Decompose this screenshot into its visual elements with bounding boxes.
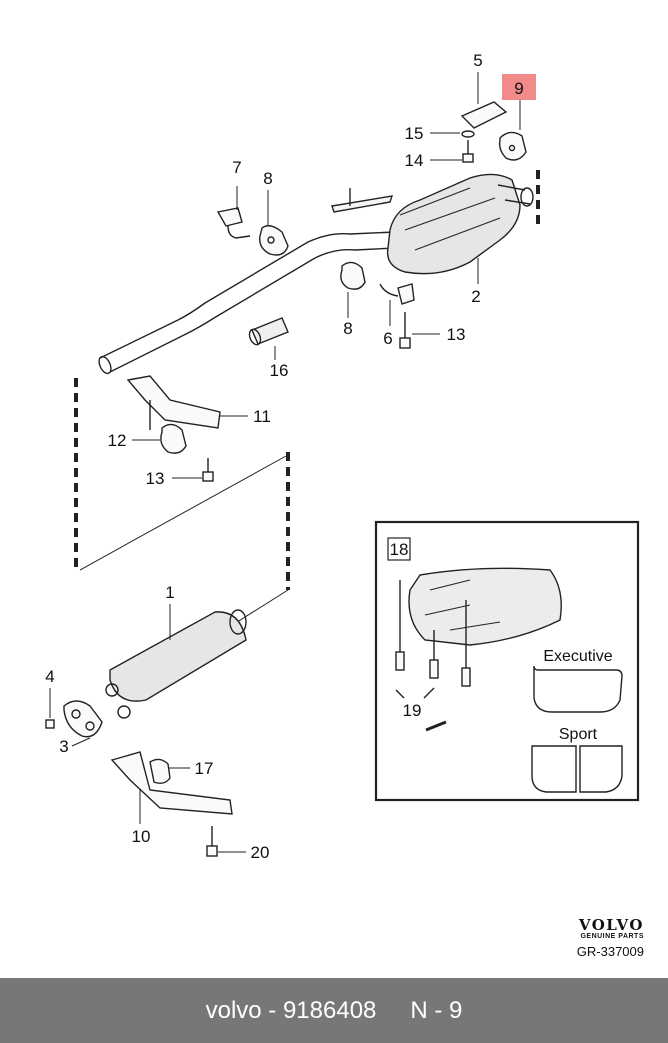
label-1: 1: [165, 583, 174, 602]
label-17: 17: [195, 759, 214, 778]
label-20: 20: [251, 843, 270, 862]
label-4: 4: [45, 667, 54, 686]
front-silencer: [105, 609, 247, 719]
label-18: 18: [390, 540, 409, 559]
part-labels: 5 9 15 14 7 8 2 8 6 13 16 11 12 13 1 4 3…: [45, 51, 613, 862]
label-13-lower: 13: [146, 469, 165, 488]
hanger-bracket-7: [216, 207, 251, 239]
bolt-20: [206, 826, 218, 857]
footer-bar: volvo - 9186408 N - 9: [0, 978, 668, 1043]
rubber-mount-9: [498, 131, 527, 161]
label-11: 11: [253, 407, 271, 426]
label-12: 12: [108, 431, 127, 450]
footer-part-number: volvo - 9186408: [205, 996, 377, 1024]
sport-tailpipe-right: [579, 745, 623, 793]
bracket-10: [110, 751, 233, 815]
brand-block: VOLVO GENUINE PARTS GR-337009: [577, 916, 644, 959]
genuine-parts-tagline: GENUINE PARTS: [580, 933, 644, 940]
label-10: 10: [132, 827, 151, 846]
label-8-lower: 8: [343, 319, 352, 338]
executive-tailpipe-shape: [533, 665, 623, 713]
label-7: 7: [232, 158, 241, 177]
intermediate-pipe: [98, 231, 396, 375]
rubber-mount-12: [160, 423, 187, 454]
label-19: 19: [403, 701, 422, 720]
washer-15: [461, 130, 475, 138]
label-3: 3: [59, 737, 68, 756]
rubber-hanger-8-lower: [340, 261, 366, 290]
label-14: 14: [405, 151, 424, 170]
label-15: 15: [405, 124, 424, 143]
volvo-logo: VOLVO: [578, 916, 644, 934]
dashed-connector-left: [74, 170, 540, 590]
hanger-6: [379, 283, 415, 305]
bracket-5: [460, 101, 508, 129]
label-sport: Sport: [559, 726, 598, 743]
bolt-14: [462, 140, 474, 163]
sport-tailpipe-left: [531, 745, 577, 793]
highlight-9: [502, 74, 536, 100]
bolt-13-upper: [399, 312, 411, 349]
rear-silencer: [386, 173, 534, 275]
label-16: 16: [270, 361, 289, 380]
label-executive: Executive: [543, 648, 612, 665]
rubber-mount-17: [149, 758, 171, 785]
pipe-sleeve-16: [248, 317, 289, 346]
inset-panel: [374, 520, 640, 802]
label-5: 5: [473, 51, 482, 70]
label-9: 9: [514, 79, 523, 98]
diagram-code: GR-337009: [576, 944, 644, 959]
bracket-11: [126, 375, 221, 430]
label-13-upper: 13: [447, 325, 466, 344]
bolt-13-lower: [202, 458, 214, 482]
footer-ref: N - 9: [410, 996, 463, 1024]
nut-4: [45, 719, 55, 729]
flange-gasket-3: [63, 700, 103, 738]
label-8-upper: 8: [263, 169, 272, 188]
rubber-hanger-8-upper: [259, 225, 289, 256]
label-6: 6: [383, 329, 392, 348]
exhaust-parts-diagram: 5 9 15 14 7 8 2 8 6 13 16 11 12 13 1 4 3…: [45, 51, 640, 862]
label-2: 2: [471, 287, 480, 306]
